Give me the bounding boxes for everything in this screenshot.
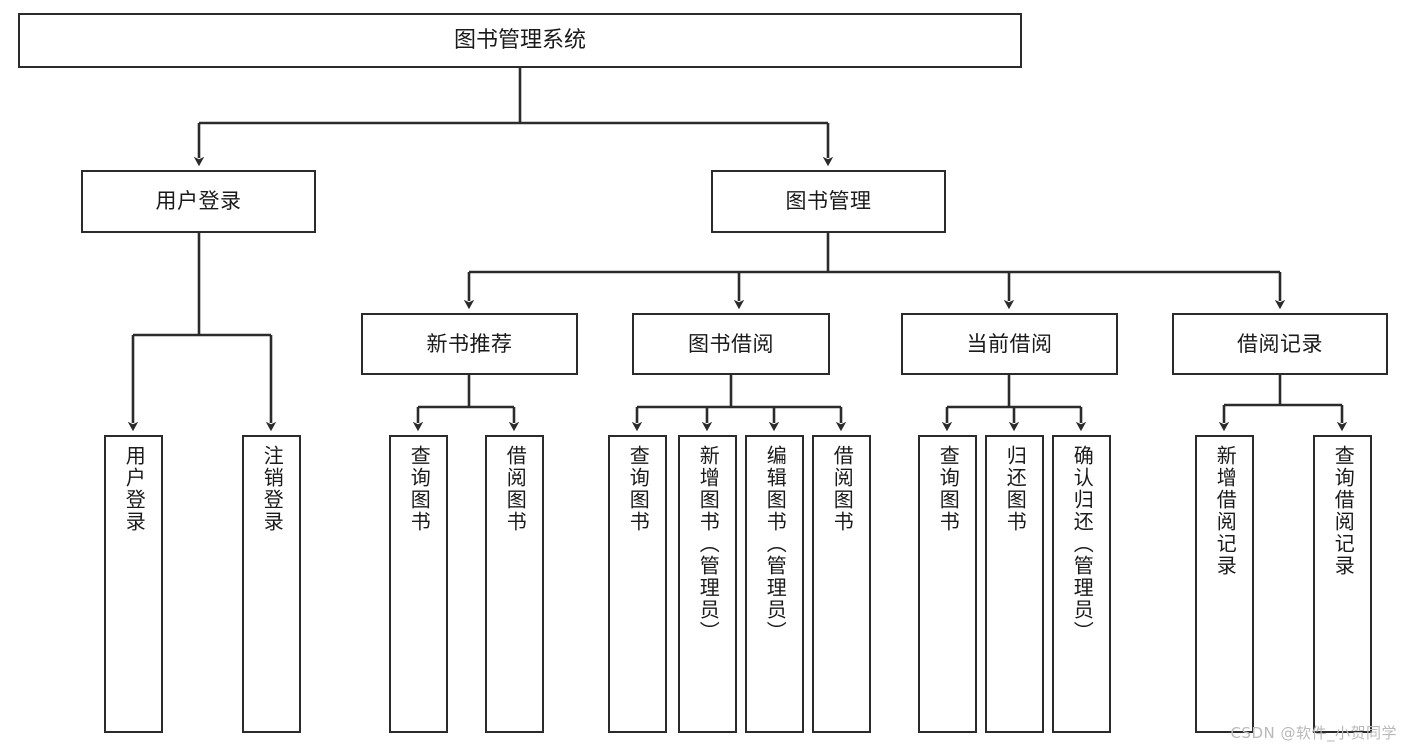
leaf-return-book-label: 归还图书 [1003,445,1028,533]
node-user-login-label: 用户登录 [155,189,242,214]
leaf-user-logout[interactable]: 注销登录 [242,435,301,733]
leaf-borrow-book-rec[interactable]: 借阅图书 [485,435,544,733]
node-current-borrow[interactable]: 当前借阅 [901,313,1118,375]
leaf-return-book[interactable]: 归还图书 [985,435,1044,733]
leaf-user-logout-label: 注销登录 [260,445,285,533]
leaf-query-record-label: 查询借阅记录 [1331,445,1356,577]
leaf-query-record[interactable]: 查询借阅记录 [1313,435,1372,733]
leaf-confirm-return[interactable]: 确认归还（管理员） [1052,435,1111,733]
node-new-book-rec-label: 新书推荐 [426,331,513,356]
leaf-add-book-label: 新增图书（管理员） [696,445,721,643]
node-new-book-rec[interactable]: 新书推荐 [361,313,578,375]
leaf-add-record[interactable]: 新增借阅记录 [1195,435,1254,733]
leaf-edit-book-label: 编辑图书（管理员） [763,445,788,643]
leaf-add-record-label: 新增借阅记录 [1213,445,1238,577]
node-root[interactable]: 图书管理系统 [18,13,1022,68]
node-borrow-record-label: 借阅记录 [1237,331,1323,356]
leaf-query-book-rec[interactable]: 查询图书 [389,435,448,733]
leaf-query-book-rec-label: 查询图书 [407,445,432,533]
leaf-user-login-label: 用户登录 [122,445,147,533]
leaf-user-login[interactable]: 用户登录 [104,435,163,733]
node-root-label: 图书管理系统 [453,27,586,53]
leaf-edit-book[interactable]: 编辑图书（管理员） [745,435,804,733]
leaf-query-book-cur-label: 查询图书 [936,445,961,533]
leaf-query-book[interactable]: 查询图书 [608,435,667,733]
node-book-manage[interactable]: 图书管理 [711,170,946,233]
leaf-borrow-book-rec-label: 借阅图书 [503,445,528,533]
node-borrow-record[interactable]: 借阅记录 [1172,313,1388,375]
leaf-query-book-label: 查询图书 [626,445,651,533]
node-current-borrow-label: 当前借阅 [966,331,1053,356]
node-book-borrow[interactable]: 图书借阅 [632,313,830,375]
node-book-manage-label: 图书管理 [785,189,872,214]
leaf-add-book[interactable]: 新增图书（管理员） [678,435,737,733]
leaf-confirm-return-label: 确认归还（管理员） [1070,445,1095,643]
leaf-borrow-book[interactable]: 借阅图书 [812,435,871,733]
leaf-borrow-book-label: 借阅图书 [830,445,855,533]
leaf-query-book-cur[interactable]: 查询图书 [918,435,977,733]
watermark: CSDN @软件_小贺同学 [1230,724,1397,742]
node-book-borrow-label: 图书借阅 [688,331,774,356]
node-user-login[interactable]: 用户登录 [81,170,316,233]
